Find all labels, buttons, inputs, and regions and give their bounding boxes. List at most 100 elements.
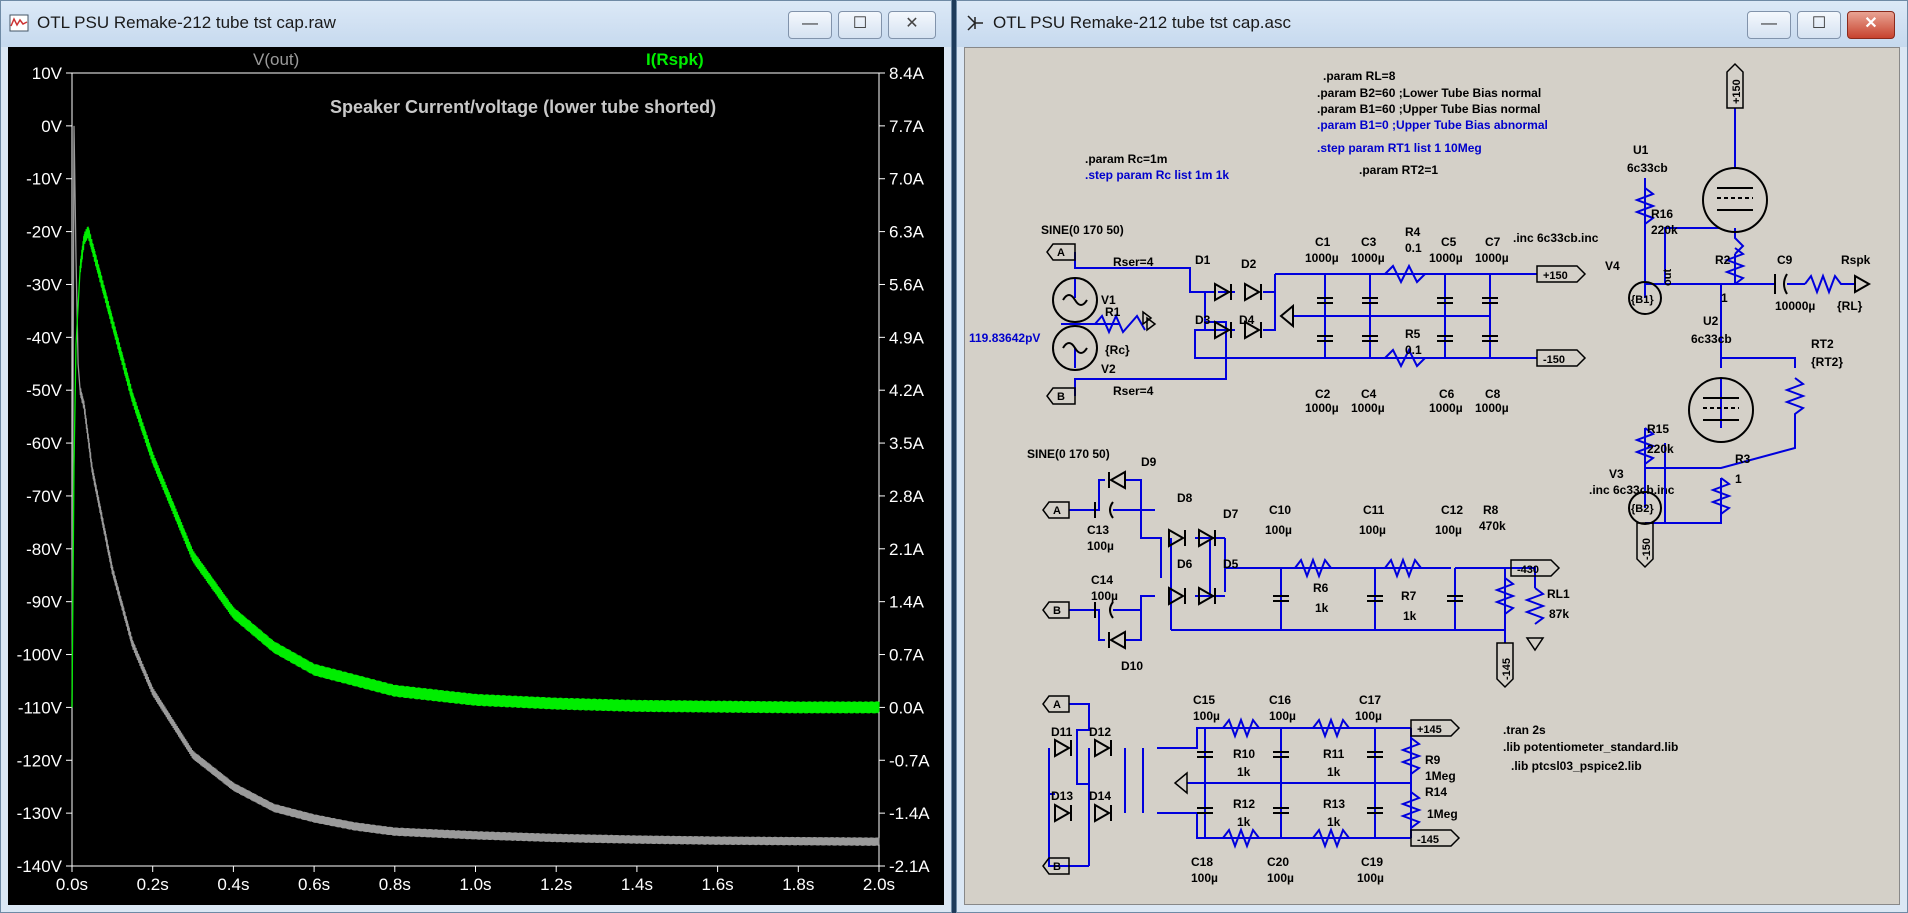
svg-text:R10: R10 [1233, 747, 1255, 761]
tube-labels: U1 6c33cb R16 220k V4 {B1} R2 1 C9 10000… [1605, 79, 1871, 560]
svg-text:0.1: 0.1 [1405, 241, 1422, 255]
svg-text:R4: R4 [1405, 225, 1421, 239]
directive-rt2[interactable]: .param RT2=1 [1359, 163, 1438, 177]
directive-inc1[interactable]: .inc 6c33cb.inc [1513, 231, 1599, 245]
svg-text:D14: D14 [1089, 789, 1111, 803]
y2-tick-label: 7.7A [889, 117, 925, 136]
svg-text:RT2: RT2 [1811, 337, 1834, 351]
minimize-button[interactable]: — [788, 11, 832, 39]
directive-step-rc[interactable]: .step param Rc list 1m 1k [1085, 168, 1229, 182]
svg-text:119.83642pV: 119.83642pV [969, 331, 1040, 345]
directive-tran[interactable]: .tran 2s [1503, 723, 1546, 737]
x-tick-label: 1.8s [782, 875, 814, 894]
svg-text:1000µ: 1000µ [1475, 251, 1509, 265]
close-button[interactable]: ✕ [888, 11, 936, 39]
svg-text:1k: 1k [1327, 815, 1341, 829]
svg-text:D4: D4 [1239, 313, 1255, 327]
svg-text:R12: R12 [1233, 797, 1255, 811]
schematic-drawing[interactable]: .param RL=8 .param B2=60 ;Lower Tube Bia… [965, 48, 1901, 906]
x-tick-label: 1.0s [459, 875, 491, 894]
svg-text:D13: D13 [1051, 789, 1073, 803]
svg-text:1: 1 [1721, 291, 1728, 305]
waveform-window-title: OTL PSU Remake-212 tube tst cap.raw [37, 13, 336, 32]
multiplier-resistors [1294, 557, 1546, 625]
tube-flags [1636, 62, 1744, 569]
svg-text:C15: C15 [1193, 693, 1215, 707]
y2-tick-label: 4.9A [889, 328, 925, 347]
svg-text:C5: C5 [1441, 235, 1457, 249]
close-button[interactable]: ✕ [1847, 11, 1895, 39]
svg-text:SINE(0 170 50): SINE(0 170 50) [1027, 447, 1110, 461]
directive-lib1[interactable]: .lib potentiometer_standard.lib [1503, 740, 1678, 754]
svg-text:D2: D2 [1241, 257, 1257, 271]
y2-tick-label: 0.0A [889, 698, 925, 717]
svg-text:D10: D10 [1121, 659, 1143, 673]
x-tick-label: 0.2s [137, 875, 169, 894]
svg-text:B: B [1053, 605, 1061, 617]
svg-text:R13: R13 [1323, 797, 1345, 811]
directive-b1-abnormal[interactable]: .param B1=0 ;Upper Tube Bias abnormal [1317, 118, 1548, 132]
directive-lib2[interactable]: .lib ptcsl03_pspice2.lib [1511, 759, 1642, 773]
directive-b2[interactable]: .param B2=60 ;Lower Tube Bias normal [1317, 86, 1541, 100]
svg-text:R11: R11 [1323, 747, 1345, 761]
y-tick-label: -140V [17, 857, 63, 876]
y-tick-label: -120V [17, 751, 63, 770]
schematic-titlebar[interactable]: OTL PSU Remake-212 tube tst cap.asc — ☐ … [957, 1, 1907, 47]
chart-title: Speaker Current/voltage (lower tube shor… [330, 97, 716, 117]
tube-symbols [1628, 167, 1872, 525]
legend-vout[interactable]: V(out) [253, 50, 299, 69]
svg-text:0.1: 0.1 [1405, 343, 1422, 357]
schematic-canvas[interactable]: .param RL=8 .param B2=60 ;Lower Tube Bia… [964, 47, 1900, 905]
svg-text:1k: 1k [1327, 765, 1341, 779]
y2-tick-label: 3.5A [889, 434, 925, 453]
waveform-chart[interactable]: 10V0V-10V-20V-30V-40V-50V-60V-70V-80V-90… [8, 47, 946, 907]
svg-text:C2: C2 [1315, 387, 1331, 401]
svg-text:6c33cb: 6c33cb [1627, 161, 1668, 175]
svg-text:R1: R1 [1105, 305, 1121, 319]
svg-text:B: B [1053, 861, 1061, 873]
directive-rc[interactable]: .param Rc=1m [1085, 152, 1167, 166]
svg-text:100µ: 100µ [1359, 523, 1386, 537]
y-tick-label: 0V [41, 117, 62, 136]
svg-text:C13: C13 [1087, 523, 1109, 537]
waveform-app-icon [9, 14, 29, 32]
tube-resistors [1634, 187, 1855, 515]
y2-tick-label: 6.3A [889, 223, 925, 242]
bottom-flags [1042, 695, 1461, 875]
plot-ticks: 10V0V-10V-20V-30V-40V-50V-60V-70V-80V-90… [17, 64, 931, 894]
y-tick-label: -10V [26, 170, 63, 189]
directive-rl[interactable]: .param RL=8 [1323, 69, 1396, 83]
svg-text:{RL}: {RL} [1837, 299, 1863, 313]
x-tick-label: 0.6s [298, 875, 330, 894]
legend-irspk[interactable]: I(Rspk) [646, 50, 704, 69]
y-tick-label: -80V [26, 540, 63, 559]
svg-text:R15: R15 [1647, 422, 1669, 436]
y2-tick-label: 0.7A [889, 646, 925, 665]
waveform-titlebar[interactable]: OTL PSU Remake-212 tube tst cap.raw — ☐ … [1, 1, 951, 47]
svg-text:V4: V4 [1605, 259, 1620, 273]
svg-text:D1: D1 [1195, 253, 1211, 267]
y-tick-label: -50V [26, 381, 63, 400]
directive-inc2[interactable]: .inc 6c33cb.inc [1589, 483, 1675, 497]
svg-text:1000µ: 1000µ [1429, 251, 1463, 265]
maximize-button[interactable]: ☐ [838, 11, 882, 39]
maximize-button[interactable]: ☐ [1797, 11, 1841, 39]
minimize-button[interactable]: — [1747, 11, 1791, 39]
svg-text:V2: V2 [1101, 362, 1116, 376]
svg-text:+150: +150 [1543, 270, 1568, 282]
directive-step-rt1[interactable]: .step param RT1 list 1 10Meg [1317, 141, 1482, 155]
x-tick-label: 0.8s [379, 875, 411, 894]
y-tick-label: 10V [32, 64, 63, 83]
svg-text:100µ: 100µ [1193, 709, 1220, 723]
y-tick-label: -20V [26, 223, 63, 242]
svg-text:470k: 470k [1479, 519, 1506, 533]
y2-tick-label: -0.7A [889, 751, 930, 770]
svg-text:100µ: 100µ [1087, 539, 1114, 553]
plot-frame [71, 72, 880, 867]
directive-b1[interactable]: .param B1=60 ;Upper Tube Bias normal [1317, 102, 1541, 116]
svg-text:D6: D6 [1177, 557, 1193, 571]
svg-text:C17: C17 [1359, 693, 1381, 707]
svg-text:U2: U2 [1703, 314, 1719, 328]
waveform-window: OTL PSU Remake-212 tube tst cap.raw — ☐ … [0, 0, 952, 913]
